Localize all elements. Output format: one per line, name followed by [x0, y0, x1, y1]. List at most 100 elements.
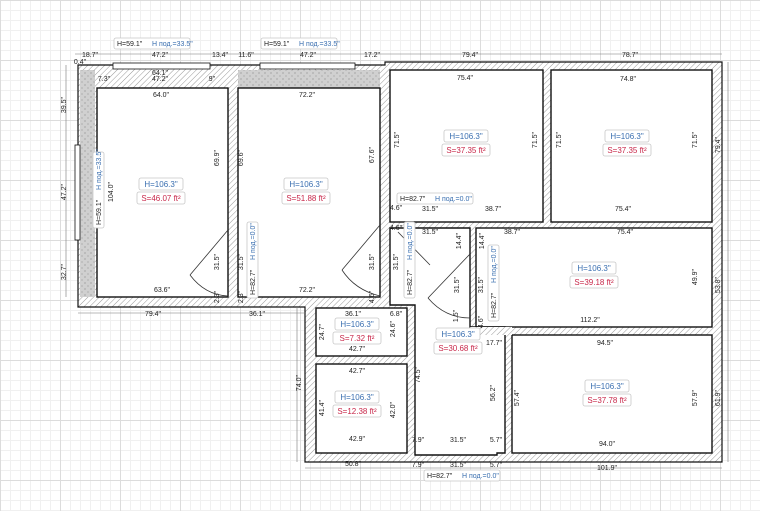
dimension-label: 104.0" [108, 181, 115, 202]
room-area: S=39.18 ft² [574, 278, 614, 287]
windows [74, 62, 356, 241]
dimension-label: 56.2" [490, 384, 497, 401]
dimension-label: 42.7" [349, 346, 366, 353]
dimension-label: 69.9" [214, 149, 221, 166]
room-height: H=106.3" [144, 180, 177, 189]
dimension-label: 5.7" [490, 462, 503, 469]
dimension-label: 39.5" [61, 96, 68, 113]
dimension-label: 71.5" [692, 131, 699, 148]
sill-height: H под.=0.0" [407, 223, 414, 260]
dimension-label: 41.4" [319, 399, 326, 416]
dimension-label: 75.4" [617, 229, 634, 236]
dimension-label: 31.5" [454, 276, 461, 293]
dimension-label: 31.5" [478, 276, 485, 293]
dimension-lines [65, 53, 729, 469]
opening-height: H=82.7" [250, 269, 257, 295]
dimension-label: 14.4" [479, 232, 486, 249]
dimension-label: 24.7" [319, 323, 326, 340]
dimension-label: 32.7" [61, 263, 68, 280]
dimension-label: 72.2" [299, 92, 316, 99]
dimension-label: 71.5" [394, 131, 401, 148]
dimension-label: 74.5" [415, 366, 422, 383]
opening-tag: H=82.7"H под.=0.0" [403, 221, 416, 299]
dimension-label: 57.4" [514, 389, 521, 406]
dimension-label: 13.4" [212, 52, 229, 59]
room-height: H=106.3" [449, 132, 482, 141]
dimension-label: 47.2" [61, 183, 68, 200]
dimension-label: 101.9" [597, 465, 618, 472]
dimension-label: 75.4" [457, 75, 474, 82]
dimension-label: 94.0" [599, 441, 616, 448]
dimension-label: 9" [209, 76, 216, 83]
room-tag: H=106.3"S=37.35 ft² [602, 129, 652, 157]
opening-tag: H=59.1" H под.=33.5" [92, 149, 105, 229]
sill-height: H под.=0.0" [462, 473, 499, 480]
opening-tag: H=82.7"H под.=0.0" [246, 221, 259, 299]
dimension-label: 74.0" [296, 374, 303, 391]
room-tag: H=106.3"S=30.68 ft² [433, 327, 483, 355]
dimension-label: 78.7" [622, 52, 639, 59]
sill-height: H под.=33.5" [299, 41, 340, 48]
dimension-label: 74.8" [620, 76, 637, 83]
dimension-label: 72.2" [299, 287, 316, 294]
dimension-label: 64.1" [152, 70, 169, 77]
dimension-label: 2.3" [238, 290, 245, 303]
dimension-label: 31.5" [369, 253, 376, 270]
opening-tag: H=59.1"H под.=33.5" [260, 37, 340, 50]
dimension-label: 31.5" [422, 229, 439, 236]
room-tag: H=106.3"S=46.07 ft² [136, 177, 186, 205]
dimension-labels: 18.7" 47.2" 13.4" 11.6" 47.2" 17.2" 79.4" 78.7"… [61, 52, 722, 472]
hall[interactable] [389, 227, 506, 456]
sill-height: H под.=33.5" [152, 41, 193, 48]
dimension-label: 18.7" [82, 52, 99, 59]
dimension-label: 4.6" [390, 205, 403, 212]
room-height: H=106.3" [590, 382, 623, 391]
dimension-label: 4.6" [390, 225, 403, 232]
room-height: H=106.3" [577, 264, 610, 273]
room-height: H=106.3" [289, 180, 322, 189]
room-area: S=37.78 ft² [587, 396, 627, 405]
dimension-label: 2.3" [214, 290, 221, 303]
dimension-label: 36.1" [345, 311, 362, 318]
dimension-label: 79.4" [715, 136, 722, 153]
dimension-label: 53.8" [715, 276, 722, 293]
dimension-label: 31.5" [393, 253, 400, 270]
dimension-label: 11.6" [238, 52, 254, 59]
dimension-label: 7.9" [412, 462, 425, 469]
dimension-label: 112.2" [580, 317, 600, 324]
sill-height: H под.=0.0" [435, 196, 472, 203]
dimension-label: 6.8" [390, 311, 403, 318]
dimension-label: 57.9" [692, 389, 699, 406]
room-height: H=106.3" [340, 320, 373, 329]
dimension-label: 47.2" [152, 76, 169, 83]
dimension-label: 67.6" [369, 146, 376, 163]
dimension-label: 7.9" [412, 437, 425, 444]
room-area: S=7.32 ft² [340, 334, 375, 343]
dimension-label: 31.5" [422, 206, 439, 213]
dimension-label: 79.4" [145, 311, 162, 318]
dimension-label: 0.4" [74, 59, 87, 66]
dimension-label: 31.5" [450, 437, 467, 444]
dimension-label: 50.8" [345, 461, 362, 468]
dimension-label: 94.5" [597, 340, 614, 347]
dimension-label: 69.6" [238, 149, 245, 166]
dimension-label: 42.7" [349, 368, 366, 375]
window-top-1 [112, 62, 211, 70]
dimension-label: 17.2" [364, 52, 381, 59]
wall-segment [470, 327, 512, 335]
dimension-label: 31.5" [238, 253, 245, 270]
sill-height: H под.=33.5" [96, 149, 103, 190]
room-tag: H=106.3" S=37.78 ft² [582, 379, 632, 407]
opening-height: H=59.1" [96, 199, 103, 225]
opening-tags: H=59.1"H под.=33.5"H=59.1"H под.=33.5"H=… [92, 37, 501, 482]
room-tag: H=106.3"S=37.35 ft² [441, 129, 491, 157]
opening-height: H=82.7" [491, 292, 498, 318]
dimension-label: 5.7" [490, 437, 503, 444]
room-area: S=37.35 ft² [607, 146, 647, 155]
room-tag: H=106.3" S=7.32 ft² [332, 317, 382, 345]
room-tag: H=106.3" S=39.18 ft² [569, 261, 619, 289]
dimension-label: 7.3" [98, 76, 111, 83]
dimension-label: 31.5" [214, 253, 221, 270]
dimension-label: 38.7" [504, 229, 521, 236]
